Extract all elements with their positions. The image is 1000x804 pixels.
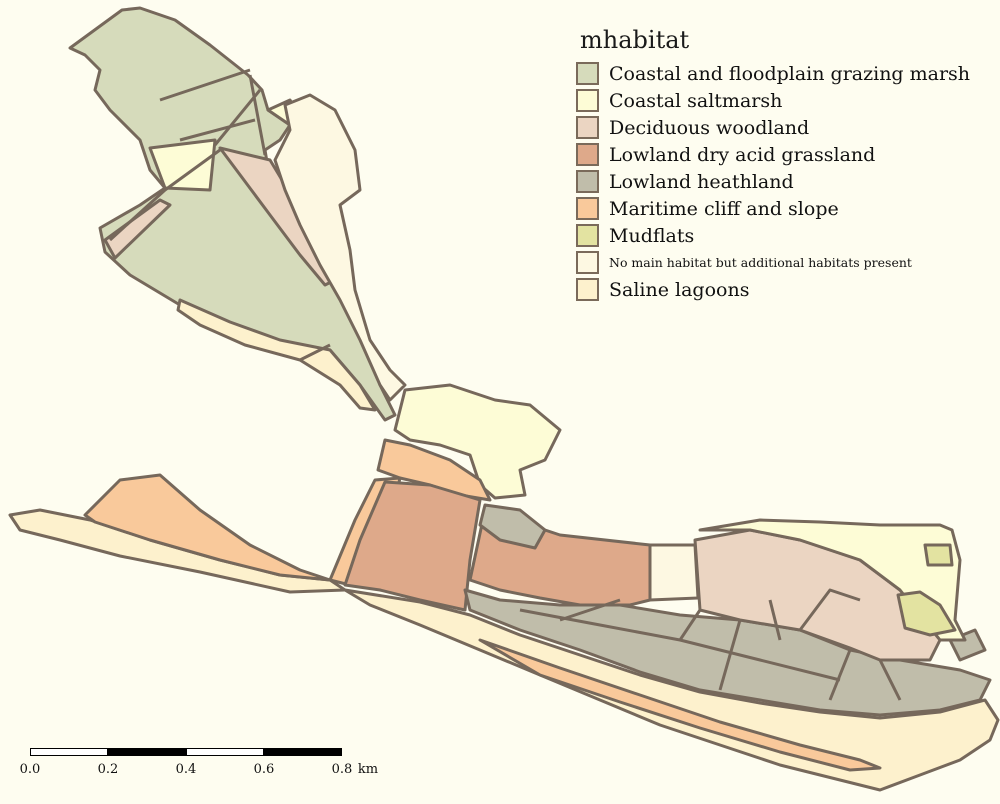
saltmarsh-central <box>393 383 562 500</box>
heath-upper <box>478 503 547 550</box>
legend-label: Maritime cliff and slope <box>609 197 839 220</box>
scale-segment <box>108 748 186 756</box>
scale-tick-label: 0.0 <box>19 762 41 777</box>
legend-label: Coastal saltmarsh <box>609 89 783 112</box>
legend-item: Coastal and floodplain grazing marsh <box>576 60 970 87</box>
legend-item: Deciduous woodland <box>576 114 970 141</box>
acid-grassland <box>343 480 482 612</box>
saline-north <box>176 298 377 412</box>
nomain-north <box>273 93 407 402</box>
legend-item: Saline lagoons <box>576 276 970 303</box>
scale-segment <box>186 748 264 756</box>
legend-swatch <box>576 89 599 112</box>
legend-swatch <box>576 143 599 166</box>
cliff-south <box>478 638 882 772</box>
legend-label: Mudflats <box>609 224 695 247</box>
legend-title: mhabitat <box>580 26 690 54</box>
legend-item: Lowland dry acid grassland <box>576 141 970 168</box>
scale-tick-label: 0.4 <box>175 762 197 777</box>
saltmarsh-east <box>698 518 967 642</box>
nomain-central <box>648 543 700 602</box>
legend-item: Mudflats <box>576 222 970 249</box>
legend-label: Saline lagoons <box>609 278 750 301</box>
legend-swatch <box>576 224 599 247</box>
legend-swatch <box>576 170 599 193</box>
legend: mhabitat Coastal and floodplain grazing … <box>576 26 970 303</box>
scale-segment <box>264 748 342 756</box>
legend-item: Maritime cliff and slope <box>576 195 970 222</box>
scale-tick-label: 0.2 <box>97 762 119 777</box>
mudflat-1 <box>896 590 957 637</box>
legend-swatch <box>576 62 599 85</box>
scale-segment <box>30 748 108 756</box>
legend-swatch <box>576 116 599 139</box>
legend-item: Coastal saltmarsh <box>576 87 970 114</box>
legend-item: Lowland heathland <box>576 168 970 195</box>
legend-swatch <box>576 251 599 274</box>
legend-swatch <box>576 278 599 301</box>
legend-label: Lowland dry acid grassland <box>609 143 876 166</box>
legend-item: No main habitat but additional habitats … <box>576 249 970 276</box>
legend-swatch <box>576 197 599 220</box>
legend-label: Coastal and floodplain grazing marsh <box>609 62 971 85</box>
scale-tick-label: 0.6 <box>253 762 275 777</box>
scale-unit: km <box>357 762 379 777</box>
woodland-north-2 <box>103 198 172 260</box>
legend-label: Lowland heathland <box>609 170 794 193</box>
scale-tick-label: 0.8 <box>331 762 353 777</box>
saline-south <box>343 588 1000 792</box>
cliff-west <box>83 473 332 582</box>
grazing-marsh-north <box>68 6 397 422</box>
saltmarsh-north <box>148 138 217 192</box>
mudflat-2 <box>923 543 954 567</box>
legend-label: No main habitat but additional habitats … <box>609 255 912 270</box>
legend-label: Deciduous woodland <box>609 116 810 139</box>
